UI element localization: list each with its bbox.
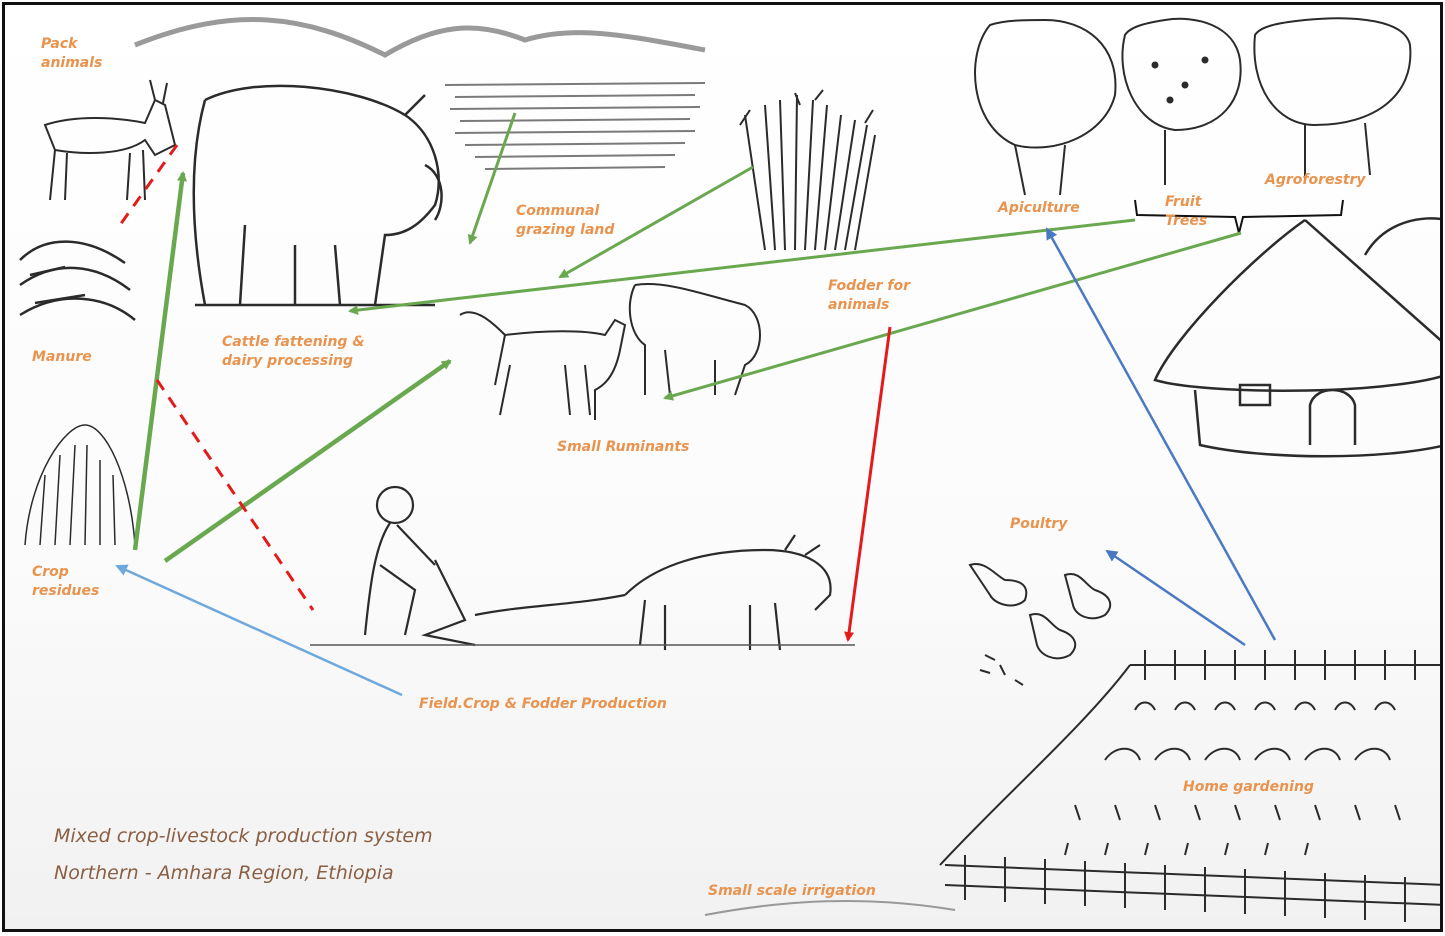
red-arrow-fodder xyxy=(848,327,890,640)
blue-arrows xyxy=(117,229,1275,695)
fodder-grass-sketch xyxy=(740,90,875,250)
label-communal-grazing: Communal grazing land xyxy=(516,202,614,240)
label-field-crop: Field.Crop & Fodder Production xyxy=(419,695,667,714)
trees-sketch xyxy=(975,18,1410,195)
label-small-ruminants: Small Ruminants xyxy=(557,438,689,457)
diagram-caption-line1: Mixed crop-livestock production system xyxy=(54,821,433,851)
goats-sketch xyxy=(460,284,760,420)
red-dashed-links xyxy=(120,145,313,610)
label-small-scale-irrigation: Small scale irrigation xyxy=(708,882,876,901)
label-fodder-for-animals: Fodder for animals xyxy=(828,277,910,315)
cattle-sketch xyxy=(194,86,442,305)
mountains-sketch xyxy=(135,20,705,55)
grazing-land-sketch xyxy=(445,83,705,169)
chickens-sketch xyxy=(970,564,1110,685)
label-crop-residues: Crop residues xyxy=(32,563,99,601)
plough-oxen-sketch xyxy=(310,487,855,650)
diagram-caption-line2: Northern - Amhara Region, Ethiopia xyxy=(54,858,394,888)
label-manure: Manure xyxy=(32,348,92,367)
manure-sketch xyxy=(20,242,135,320)
label-apiculture: Apiculture xyxy=(998,199,1080,218)
donkey-sketch xyxy=(45,80,175,200)
label-poultry: Poultry xyxy=(1010,515,1067,534)
label-fruit-trees: Fruit Trees xyxy=(1165,193,1207,231)
crop-residue-sketch xyxy=(25,425,135,545)
label-pack-animals: Pack animals xyxy=(41,35,102,73)
label-cattle-fattening: Cattle fattening & dairy processing xyxy=(222,333,365,371)
label-home-gardening: Home gardening xyxy=(1183,778,1314,797)
label-agroforestry: Agroforestry xyxy=(1265,171,1366,190)
hut-sketch xyxy=(1155,218,1443,456)
